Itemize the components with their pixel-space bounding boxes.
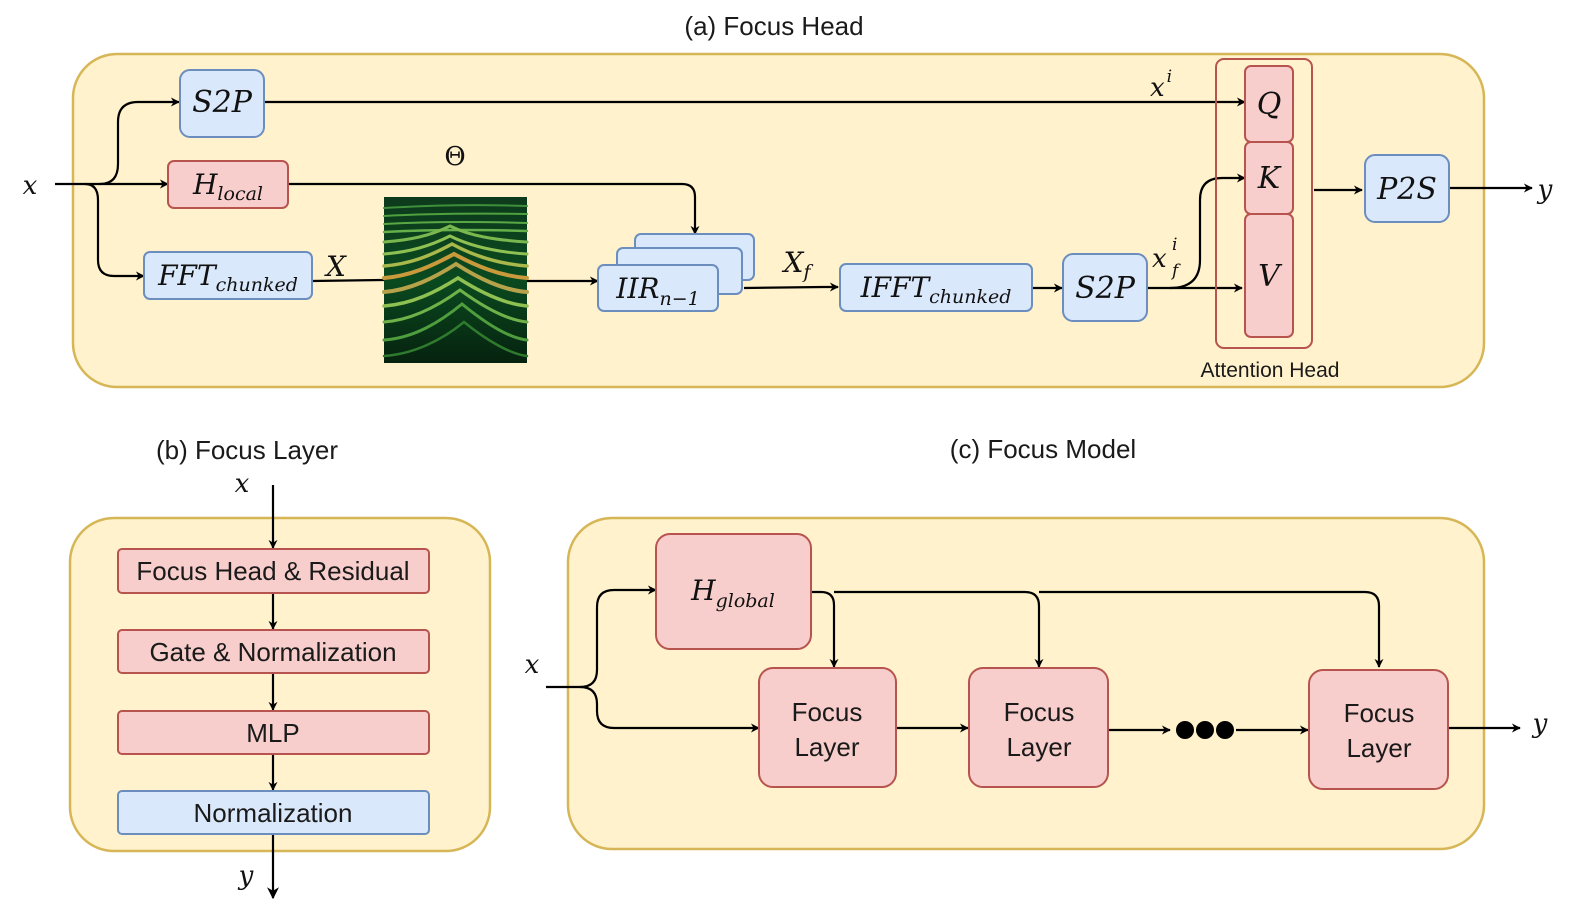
s2p-bottom-label: S2P [1075,271,1136,306]
edge-hglobal-to-layer1 [811,590,839,668]
xi-sup: i [1167,67,1172,87]
ifft-chunked-block [839,263,1033,312]
ellipsis-dots [1176,721,1234,739]
fft-sub: chunked [216,274,298,296]
focus-layer-panel [68,516,492,853]
x-freq-label: X [324,250,347,283]
k-label: K [1257,161,1282,196]
focus-head-residual-label: Focus Head & Residual [136,556,409,586]
xfi-main: x [1152,244,1167,274]
h-global-sub: global [716,590,775,612]
focus-layer-2-line2: Layer [1006,732,1071,762]
focus-layer-block-3 [1308,669,1449,790]
panel-a-y-output: y [1537,175,1553,205]
xfi-sup: i [1172,235,1177,255]
edge-fft-to-spectrogram [311,278,385,283]
xf-label: Xf [782,246,814,283]
focus-layer-3-line1: Focus [1344,698,1415,728]
v-label: V [1258,259,1283,294]
gate-normalization-label: Gate & Normalization [149,637,396,667]
h-local-block [167,160,289,209]
normalization-block [117,790,430,835]
ifft-chunked-label: IFFTchunked [860,271,1012,308]
panel-b-x-input: x [235,469,250,499]
focus-head-residual-block [117,548,430,594]
s2p-top-label: S2P [192,85,253,120]
edge-hglobal-to-layer3 [1039,590,1384,668]
h-global-block [655,533,812,650]
spectrogram-image [382,197,529,363]
edge-x-to-fft [84,182,145,281]
edge-hlocal-to-iir [288,182,700,235]
s2p-top-block [179,69,265,138]
panel-b-y-output: y [238,861,254,891]
panel-b-title: (b) Focus Layer [156,435,338,465]
theta-label: Θ [444,142,465,172]
iir-stack [597,233,755,312]
h-global-main: H [690,574,716,607]
xf-sub: f [801,261,813,283]
fft-chunked-label: FFTchunked [157,259,298,296]
mlp-label: MLP [246,718,299,748]
h-local-sub: local [217,183,263,205]
gate-normalization-block [117,629,430,674]
fft-main: FFT [157,259,218,292]
iir-sub: n−1 [659,288,699,310]
attention-head-label: Attention Head [1201,359,1340,382]
xfi-sub: f [1170,261,1181,281]
h-local-label: Hlocal [192,168,263,205]
panel-c-edges [546,585,1521,735]
panel-c-y-output: y [1532,709,1548,739]
edge-hglobal-to-layer2 [834,590,1044,668]
p2s-block [1364,154,1450,223]
p2s-label: P2S [1376,172,1437,207]
iir-front-block [597,264,719,312]
fft-chunked-block [143,251,313,300]
panel-a-edges [55,97,1533,293]
edge-x-to-hglobal [579,585,657,689]
ifft-sub: chunked [929,286,1011,308]
xf-main: X [782,246,805,279]
panel-c-x-input: x [525,650,540,680]
focus-layer-1-line2: Layer [794,732,859,762]
xi-main: x [1150,73,1165,103]
edge-x-to-s2p [99,97,180,186]
ifft-main: IFFT [860,271,932,304]
focus-layer-block-1 [758,667,897,788]
attention-head-frame [1215,58,1313,349]
h-local-main: H [192,168,218,201]
edge-x-to-layer1 [579,685,760,733]
edge-s2p-to-k [1169,173,1246,290]
focus-layer-2-line1: Focus [1004,697,1075,727]
panel-a-title: (a) Focus Head [684,11,863,41]
panel-c-title: (c) Focus Model [950,434,1136,464]
focus-layer-3-line2: Layer [1346,733,1411,763]
mlp-block [117,710,430,755]
h-global-label: Hglobal [690,574,775,612]
normalization-label: Normalization [194,798,353,828]
v-block [1244,213,1294,338]
iir-main: IIR [615,272,659,305]
edge-iir-to-ifft [743,282,839,292]
panel-a-x-input: x [23,171,38,201]
q-label: Q [1257,87,1282,122]
focus-layer-1-line1: Focus [792,697,863,727]
focus-layer-block-2 [968,667,1109,788]
iir-label: IIRn−1 [615,272,699,310]
xfi-label: x [1152,244,1167,274]
s2p-bottom-block [1062,253,1148,322]
